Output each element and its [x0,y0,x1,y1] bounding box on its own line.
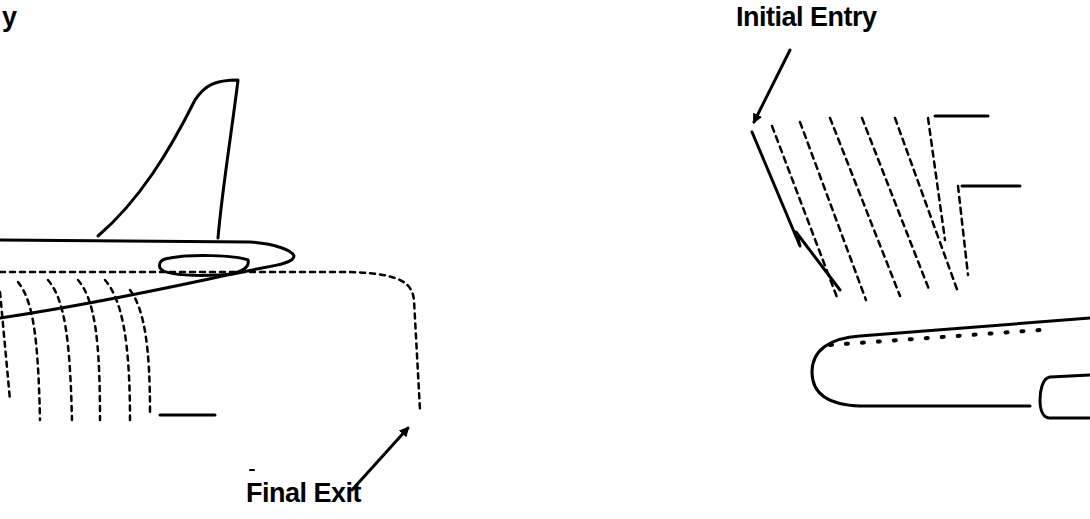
tail-section [0,80,420,490]
axis-letter: y [2,2,17,33]
nose-section [752,50,1090,418]
exit-label: Final Exit [246,478,361,509]
entry-label: Initial Entry [736,2,877,33]
